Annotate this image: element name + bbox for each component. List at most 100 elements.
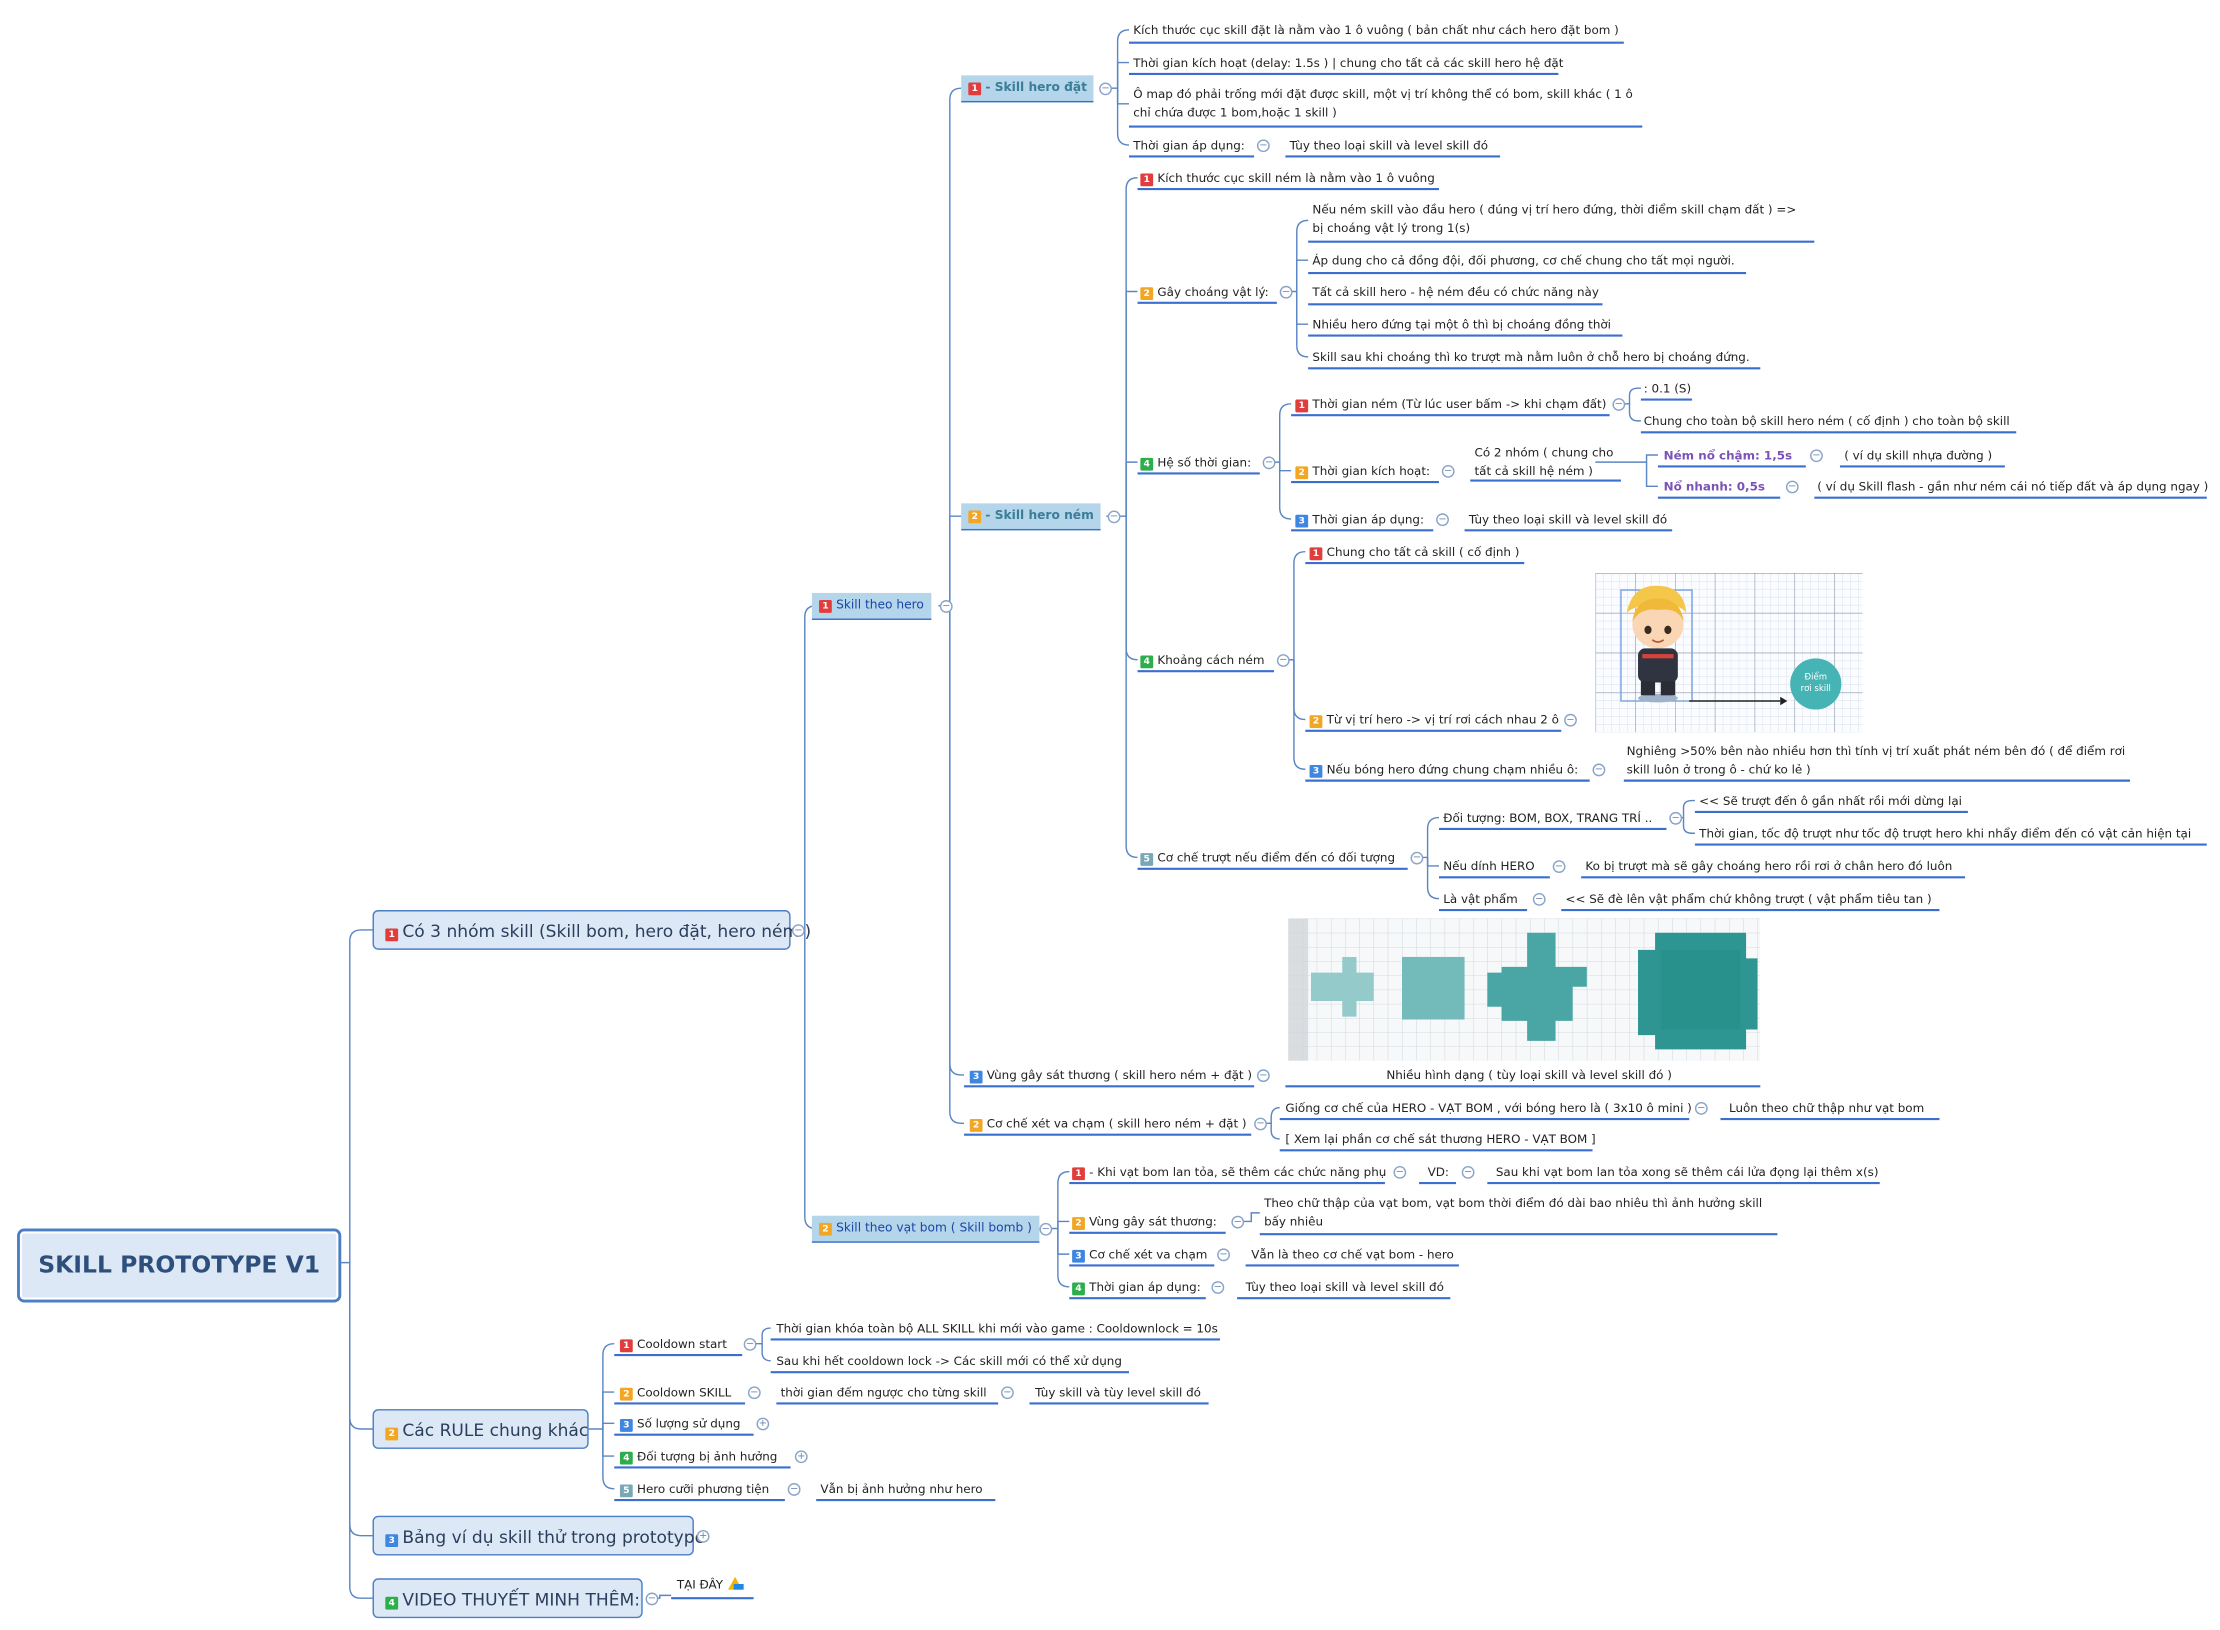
collapse-icon[interactable]: − <box>1262 456 1276 470</box>
root-topic[interactable]: SKILL PROTOTYPE V1 <box>17 1228 342 1303</box>
collapse-icon[interactable]: − <box>1039 1222 1053 1236</box>
stun-item[interactable]: Áp dung cho cả đồng đội, đối phương, cơ … <box>1312 253 1735 268</box>
bomb-collision-value[interactable]: Vẫn là theo cơ chế vạt bom - hero <box>1251 1247 1454 1262</box>
slide-hero[interactable]: Nếu dính HERO <box>1443 858 1535 874</box>
throw-common[interactable]: Chung cho toàn bộ skill hero ném ( cố đị… <box>1643 413 2010 428</box>
collapse-icon[interactable]: − <box>1099 82 1112 96</box>
collapse-icon[interactable]: − <box>1276 654 1290 667</box>
throw-value[interactable]: : 0.1 (S) <box>1643 381 1692 396</box>
collapse-icon[interactable]: − <box>1592 763 1606 777</box>
activate-fast[interactable]: Nổ nhanh: 0,5s <box>1663 479 1765 494</box>
collapse-icon[interactable]: − <box>1256 139 1270 153</box>
damage-value[interactable]: Nhiều hình dạng ( tùy loại skill và leve… <box>1386 1067 1672 1083</box>
slide-object[interactable]: Đối tượng: BOM, BOX, TRANG TRÍ .. <box>1443 810 1653 825</box>
dat-item-delay[interactable]: Thời gian kích hoạt (delay: 1.5s ) | chu… <box>1133 55 1564 70</box>
collision-value[interactable]: Giống cơ chế của HERO - VẠT BOM , với bó… <box>1285 1100 1692 1115</box>
collapse-icon[interactable]: − <box>743 1338 757 1351</box>
collapse-icon[interactable]: − <box>939 600 953 613</box>
collapse-icon[interactable]: − <box>1669 811 1683 825</box>
bomb-example[interactable]: Sau khi vạt bom lan tỏa xong sẽ thêm cái… <box>1495 1164 1879 1179</box>
stun-item[interactable]: Tất cả skill hero - hệ ném đều có chức n… <box>1312 284 1599 299</box>
rule-vehicle-value[interactable]: Vẫn bị ảnh hưởng như hero <box>820 1481 983 1496</box>
collapse-icon[interactable]: − <box>787 1483 801 1496</box>
collapse-icon[interactable]: − <box>1461 1165 1475 1179</box>
collapse-icon[interactable]: − <box>1107 510 1121 524</box>
dat-item-size[interactable]: Kích thước cục skill đặt là nằm vào 1 ô … <box>1133 22 1619 37</box>
dat-item-empty-cell[interactable]: Ô map đó phải trống mới đặt được skill, … <box>1133 86 1633 119</box>
expand-icon[interactable]: + <box>696 1529 710 1543</box>
collapse-icon[interactable]: − <box>1211 1281 1225 1294</box>
activate-slow[interactable]: Ném nổ chậm: 1,5s <box>1663 447 1793 463</box>
collapse-icon[interactable]: − <box>1785 480 1799 494</box>
collapse-icon[interactable]: − <box>1217 1248 1230 1262</box>
slide-item[interactable]: Là vật phẩm <box>1443 891 1518 906</box>
stun-item[interactable]: Skill sau khi choáng thì ko trượt mà nằm… <box>1312 349 1750 365</box>
apply-value[interactable]: Tùy theo loại skill và level skill đó <box>1468 511 1668 527</box>
collision-cross[interactable]: Luôn theo chữ thập như vạt bom <box>1729 1100 1925 1115</box>
topic-skill-hero-nem[interactable]: 2- Skill hero ném <box>961 503 1101 531</box>
bomb-apply-value[interactable]: Tùy theo loại skill và level skill đó <box>1245 1279 1444 1294</box>
dat-apply-value[interactable]: Tùy theo loại skill và level skill đó <box>1289 137 1488 153</box>
collapse-icon[interactable]: − <box>1001 1386 1014 1400</box>
collapse-icon[interactable]: − <box>1552 860 1566 874</box>
collapse-icon[interactable]: − <box>1694 1101 1708 1115</box>
dat-item-apply-time[interactable]: Thời gian áp dụng: <box>1133 137 1245 153</box>
stun-item[interactable]: Nếu ném skill vào đầu hero ( đúng vị trí… <box>1312 201 1797 234</box>
dist-multi-value[interactable]: Nghiêng >50% bên nào nhiều hơn thì tính … <box>1626 743 2126 776</box>
collapse-icon[interactable]: − <box>1231 1215 1245 1229</box>
collapse-icon[interactable]: − <box>1393 1165 1407 1179</box>
collapse-icon[interactable]: − <box>645 1592 659 1606</box>
activate-groups[interactable]: Có 2 nhóm ( chung cho tất cả skill hệ né… <box>1474 445 1614 478</box>
activate-slow-example[interactable]: ( ví dụ skill nhựa đường ) <box>1844 447 1993 463</box>
collapse-icon[interactable]: − <box>747 1386 761 1400</box>
bomb-damage-value[interactable]: Theo chữ thập của vạt bom, vạt bom thời … <box>1264 1195 1763 1228</box>
collapse-icon[interactable]: − <box>1410 851 1424 865</box>
slide-object-v1[interactable]: << Sẽ trượt đến ô gần nhất rồi mới dừng … <box>1699 793 1962 808</box>
video-link[interactable]: TẠI ĐÂY <box>677 1575 743 1593</box>
collapse-icon[interactable]: − <box>1564 713 1577 727</box>
collapse-icon[interactable]: − <box>1254 1117 1267 1131</box>
slide-item-value[interactable]: << Sẽ đè lên vật phẩm chứ không trượt ( … <box>1565 891 1932 906</box>
cooldown-skill-value[interactable]: thời gian đếm ngược cho từng skill <box>780 1384 987 1400</box>
collapse-icon[interactable]: − <box>1612 398 1626 411</box>
collapse-icon[interactable]: − <box>1810 449 1823 463</box>
bomb-extra-functions[interactable]: 1- Khi vạt bom lan tỏa, sẽ thêm các chức… <box>1072 1163 1386 1181</box>
bomb-example-label[interactable]: VD: <box>1427 1164 1449 1179</box>
slide-hero-value[interactable]: Ko bị trượt mà sẽ gây choáng hero rồi rơ… <box>1585 858 1953 874</box>
slide-object-v2[interactable]: Thời gian, tốc độ trượt như tốc độ trượt… <box>1699 826 2192 841</box>
collapse-icon[interactable]: − <box>1532 892 1546 906</box>
collapse-icon[interactable]: − <box>791 924 805 938</box>
activate-fast-example[interactable]: ( ví dụ Skill flash - gần như ném cái nó… <box>1817 479 2209 494</box>
expand-icon[interactable]: + <box>794 1450 808 1464</box>
collapse-icon[interactable]: − <box>1436 513 1449 527</box>
cooldown-after[interactable]: Sau khi hết cooldown lock -> Các skill m… <box>776 1353 1122 1368</box>
topic-skill-hero-dat[interactable]: 1- Skill hero đặt <box>961 75 1095 103</box>
cooldown-skill-level[interactable]: Tùy skill và tùy level skill đó <box>1035 1384 1201 1400</box>
collapse-icon[interactable]: − <box>1441 464 1455 478</box>
